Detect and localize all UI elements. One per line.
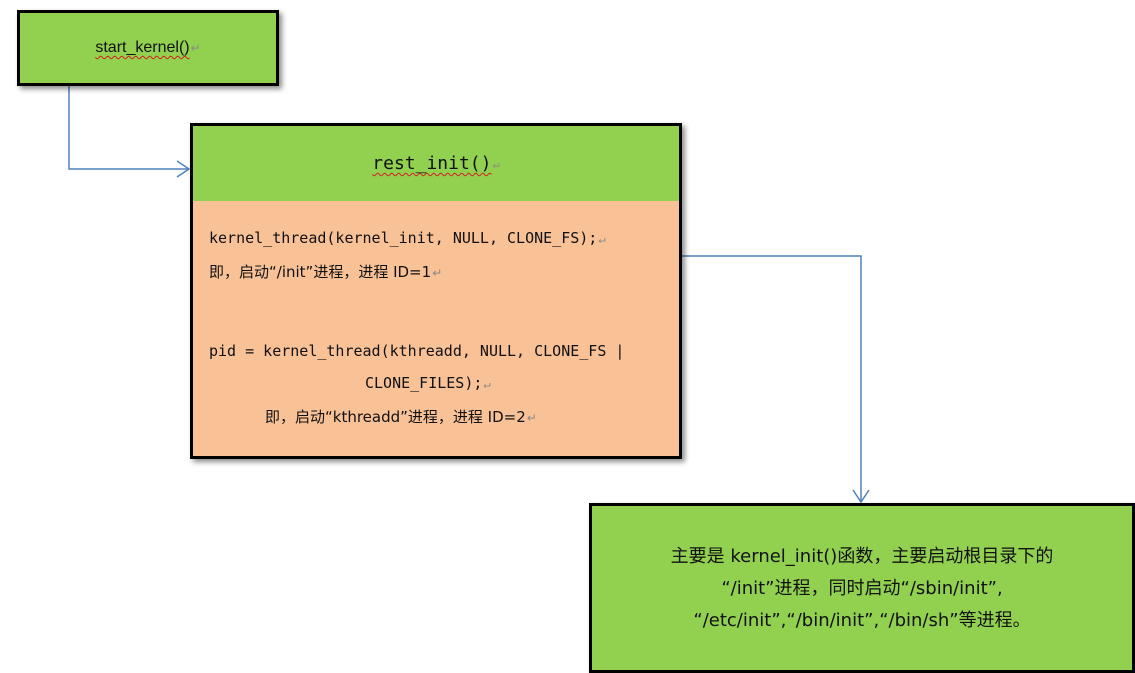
kernel-init-code: kernel_thread(kernel_init, NULL, CLONE_F… <box>209 229 606 247</box>
note-line-2: “/init”进程，同时启动“/sbin/init”, <box>721 578 1003 599</box>
paragraph-mark: ↵ <box>492 156 500 171</box>
arrowhead-to-note <box>852 489 870 504</box>
kernel-init-section: kernel_thread(kernel_init, NULL, CLONE_F… <box>193 201 679 316</box>
kthreadd-code-line2: CLONE_FILES);↵ <box>365 374 491 392</box>
start-kernel-label: start_kernel() <box>95 39 190 56</box>
rest-init-box: rest_init()↵ kernel_thread(kernel_init, … <box>190 123 682 459</box>
connector-start-to-rest <box>68 86 189 170</box>
kthreadd-desc: 即，启动“kthreadd”进程，进程 ID=2↵ <box>265 408 537 426</box>
kthreadd-section: pid = kernel_thread(kthreadd, NULL, CLON… <box>193 314 679 456</box>
rest-init-header: rest_init()↵ <box>193 126 679 203</box>
kernel-init-note-box: 主要是 kernel_init()函数，主要启动根目录下的 “/init”进程，… <box>589 503 1135 673</box>
rest-init-title: rest_init() <box>372 153 492 174</box>
paragraph-mark: ↵ <box>190 41 201 55</box>
note-line-1: 主要是 kernel_init()函数，主要启动根目录下的 <box>670 546 1054 567</box>
arrowhead-to-rest <box>176 160 191 178</box>
connector-init-to-note <box>682 255 862 502</box>
kernel-init-desc: 即，启动“/init”进程，进程 ID=1↵ <box>209 263 443 281</box>
kthreadd-code-line1: pid = kernel_thread(kthreadd, NULL, CLON… <box>209 342 625 360</box>
start-kernel-box: start_kernel()↵ <box>17 10 279 86</box>
note-line-3: “/etc/init”,“/bin/init”,“/bin/sh”等进程。 <box>693 610 1031 631</box>
